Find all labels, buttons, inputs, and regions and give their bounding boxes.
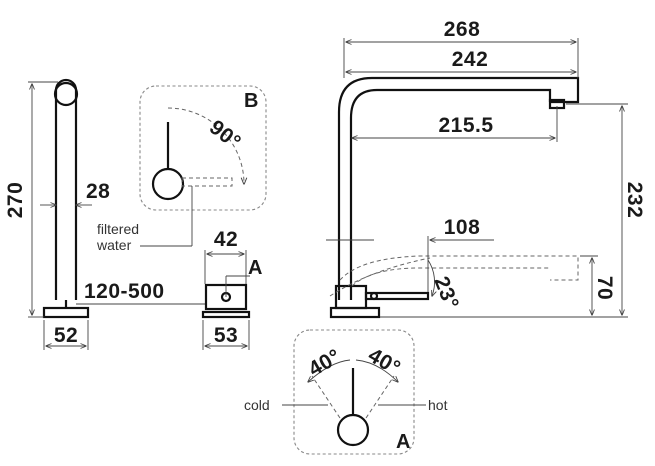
detail-a-frame [293,329,415,455]
dim-total-width: 268 [444,18,481,41]
label-cold: cold [244,397,270,413]
dim-hot-angle: 40° [364,344,404,381]
dim-counter-thickness: 120-500 [84,280,165,303]
detail-b: B 90° filtered water [96,85,267,253]
dim-tilt-angle-arc [427,259,435,296]
side-column-outline [54,78,78,300]
front-view: 268 242 215.5 232 108 70 23° [326,18,646,319]
detail-b-lever-rotated [181,177,233,187]
side-handle-cap [53,81,79,107]
spout-lowered-inner [351,267,550,287]
dim-spout-height: 232 [623,182,646,219]
detail-a-hot-position [365,375,395,419]
dim-side-base: 52 [54,324,78,347]
dim-connector-width: 42 [214,228,238,251]
dim-column-diameter: 28 [86,180,110,203]
dim-side-height: 270 [4,182,27,219]
side-base-plate [42,306,90,319]
front-base-plate [329,306,381,319]
lever-raised-outline [329,257,431,297]
label-hot: hot [428,397,448,413]
mixer-lever [364,291,430,301]
detail-a-cold-position [311,375,341,419]
detail-b-frame [139,85,267,211]
dim-aerator-offset: 215.5 [438,114,493,137]
dim-connector-base: 53 [214,324,238,347]
detail-b-letter: B [244,90,258,112]
detail-b-swivel-arc [167,107,244,184]
dim-spout-reach: 242 [452,48,489,71]
spout-lowered-outline [339,255,579,281]
spout-outer [337,76,580,300]
detail-a-body [336,413,370,447]
spout-inner [349,88,552,300]
detail-a-letter-bottom: A [396,431,410,453]
cold-angle-arc [308,359,351,382]
hot-angle-arc [355,359,398,382]
dim-tilt-reach: 108 [444,216,481,239]
label-water: water [96,237,132,253]
dim-cold-angle: 40° [305,345,345,382]
side-view: 270 28 52 120-500 [4,78,206,350]
detail-a: 40° 40° cold hot A [244,329,448,455]
detail-b-body [151,167,185,201]
lever-pivot [369,291,379,301]
detail-a-letter-top: A [248,257,262,279]
label-filtered: filtered [97,221,139,237]
dim-tilt-height: 70 [593,276,616,300]
dim-tilt-angle: 23° [429,273,463,312]
connector-base [201,310,251,319]
connector-detail: 42 A 53 [201,228,262,350]
